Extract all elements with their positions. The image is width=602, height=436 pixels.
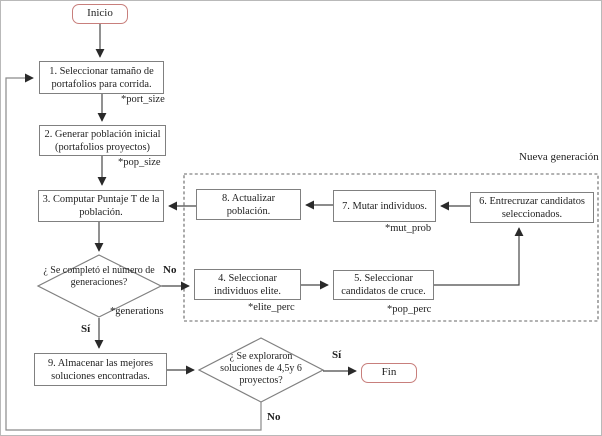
- param-port-size: *port_size: [121, 94, 165, 105]
- nueva-generacion-region-title: Nueva generación: [519, 151, 599, 163]
- param-pop-size: *pop_size: [118, 157, 161, 168]
- decision-generations-shape: [36, 254, 163, 318]
- start-node: Inicio: [72, 4, 128, 24]
- param-mut-prob: *mut_prob: [385, 223, 432, 234]
- decision-exploration-label: ¿ Se exploraron soluciones de 4,5y 6 pro…: [220, 351, 302, 387]
- edge-d2-no-feedback-to-n1: [5, 73, 262, 431]
- decision-exploration-shape: [197, 337, 325, 403]
- nueva-generacion-region-border: [183, 173, 599, 322]
- edge-label-no-exploration: No: [267, 411, 281, 423]
- step-6-crossover-candidates: 6. Entrecruzar candidatos seleccionados.: [470, 192, 594, 223]
- step-5-select-cross-candidates: 5. Seleccionar candidatos de cruce.: [333, 270, 434, 300]
- step-7-mutate-individuals: 7. Mutar individuos.: [333, 190, 436, 222]
- step-3-compute-t-score: 3. Computar Puntaje T de la población.: [38, 190, 164, 222]
- param-generations: *generations: [110, 306, 164, 317]
- param-pop-perc: *pop_perc: [387, 304, 432, 315]
- edge-n5-to-n6: [434, 227, 524, 286]
- edge-label-no-generations: No: [163, 264, 177, 276]
- step-2-generate-initial-population: 2. Generar población inicial (portafolio…: [39, 125, 166, 156]
- step-8-update-population: 8. Actualizar población.: [196, 189, 301, 220]
- step-9-store-best-solutions: 9. Almacenar las mejores soluciones enco…: [34, 353, 167, 386]
- step-1-select-portfolio-size: 1. Seleccionar tamaño de portafolios par…: [39, 61, 164, 94]
- edge-label-si-generations: Sí: [81, 323, 91, 335]
- param-elite-perc: *elite_perc: [248, 302, 295, 313]
- end-node: Fin: [361, 363, 417, 383]
- step-4-select-elite-individuals: 4. Seleccionar individuos elite.: [194, 269, 301, 300]
- decision-generations-label: ¿ Se completó el número de generaciones?: [43, 265, 155, 289]
- edge-label-si-exploration: Sí: [332, 349, 342, 361]
